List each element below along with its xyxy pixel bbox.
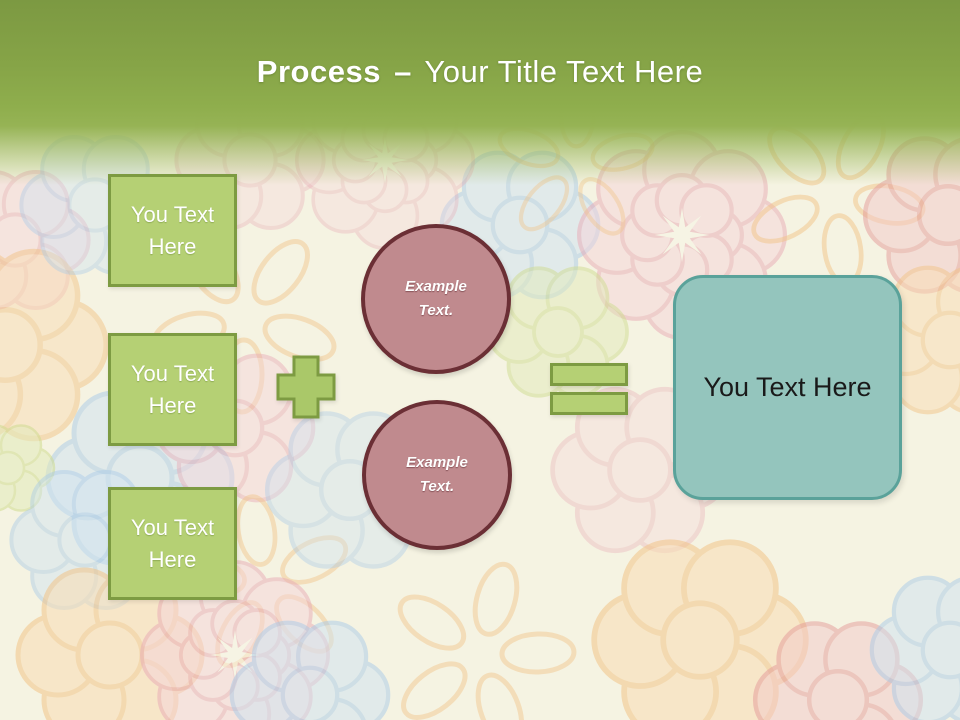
example-circle-2: Example Text. [362,400,512,550]
equals-bottom-bar [550,392,628,415]
result-placeholder-box: You Text Here [673,275,902,500]
result-placeholder-label: You Text Here [703,372,872,402]
example-circle-1: Example Text. [361,224,511,374]
text-placeholder-label: You Text Here [130,201,215,259]
text-placeholder-box-1: You Text Here [108,174,237,287]
equals-sign-icon [550,363,628,415]
text-placeholder-label: You Text Here [130,514,215,572]
equals-top-bar [550,363,628,386]
example-circle-label: Example Text. [406,454,468,495]
text-placeholder-label: You Text Here [130,360,215,418]
text-placeholder-box-2: You Text Here [108,333,237,446]
text-placeholder-box-3: You Text Here [108,487,237,600]
example-circle-label: Example Text. [405,278,467,319]
plus-sign-icon [276,355,336,419]
